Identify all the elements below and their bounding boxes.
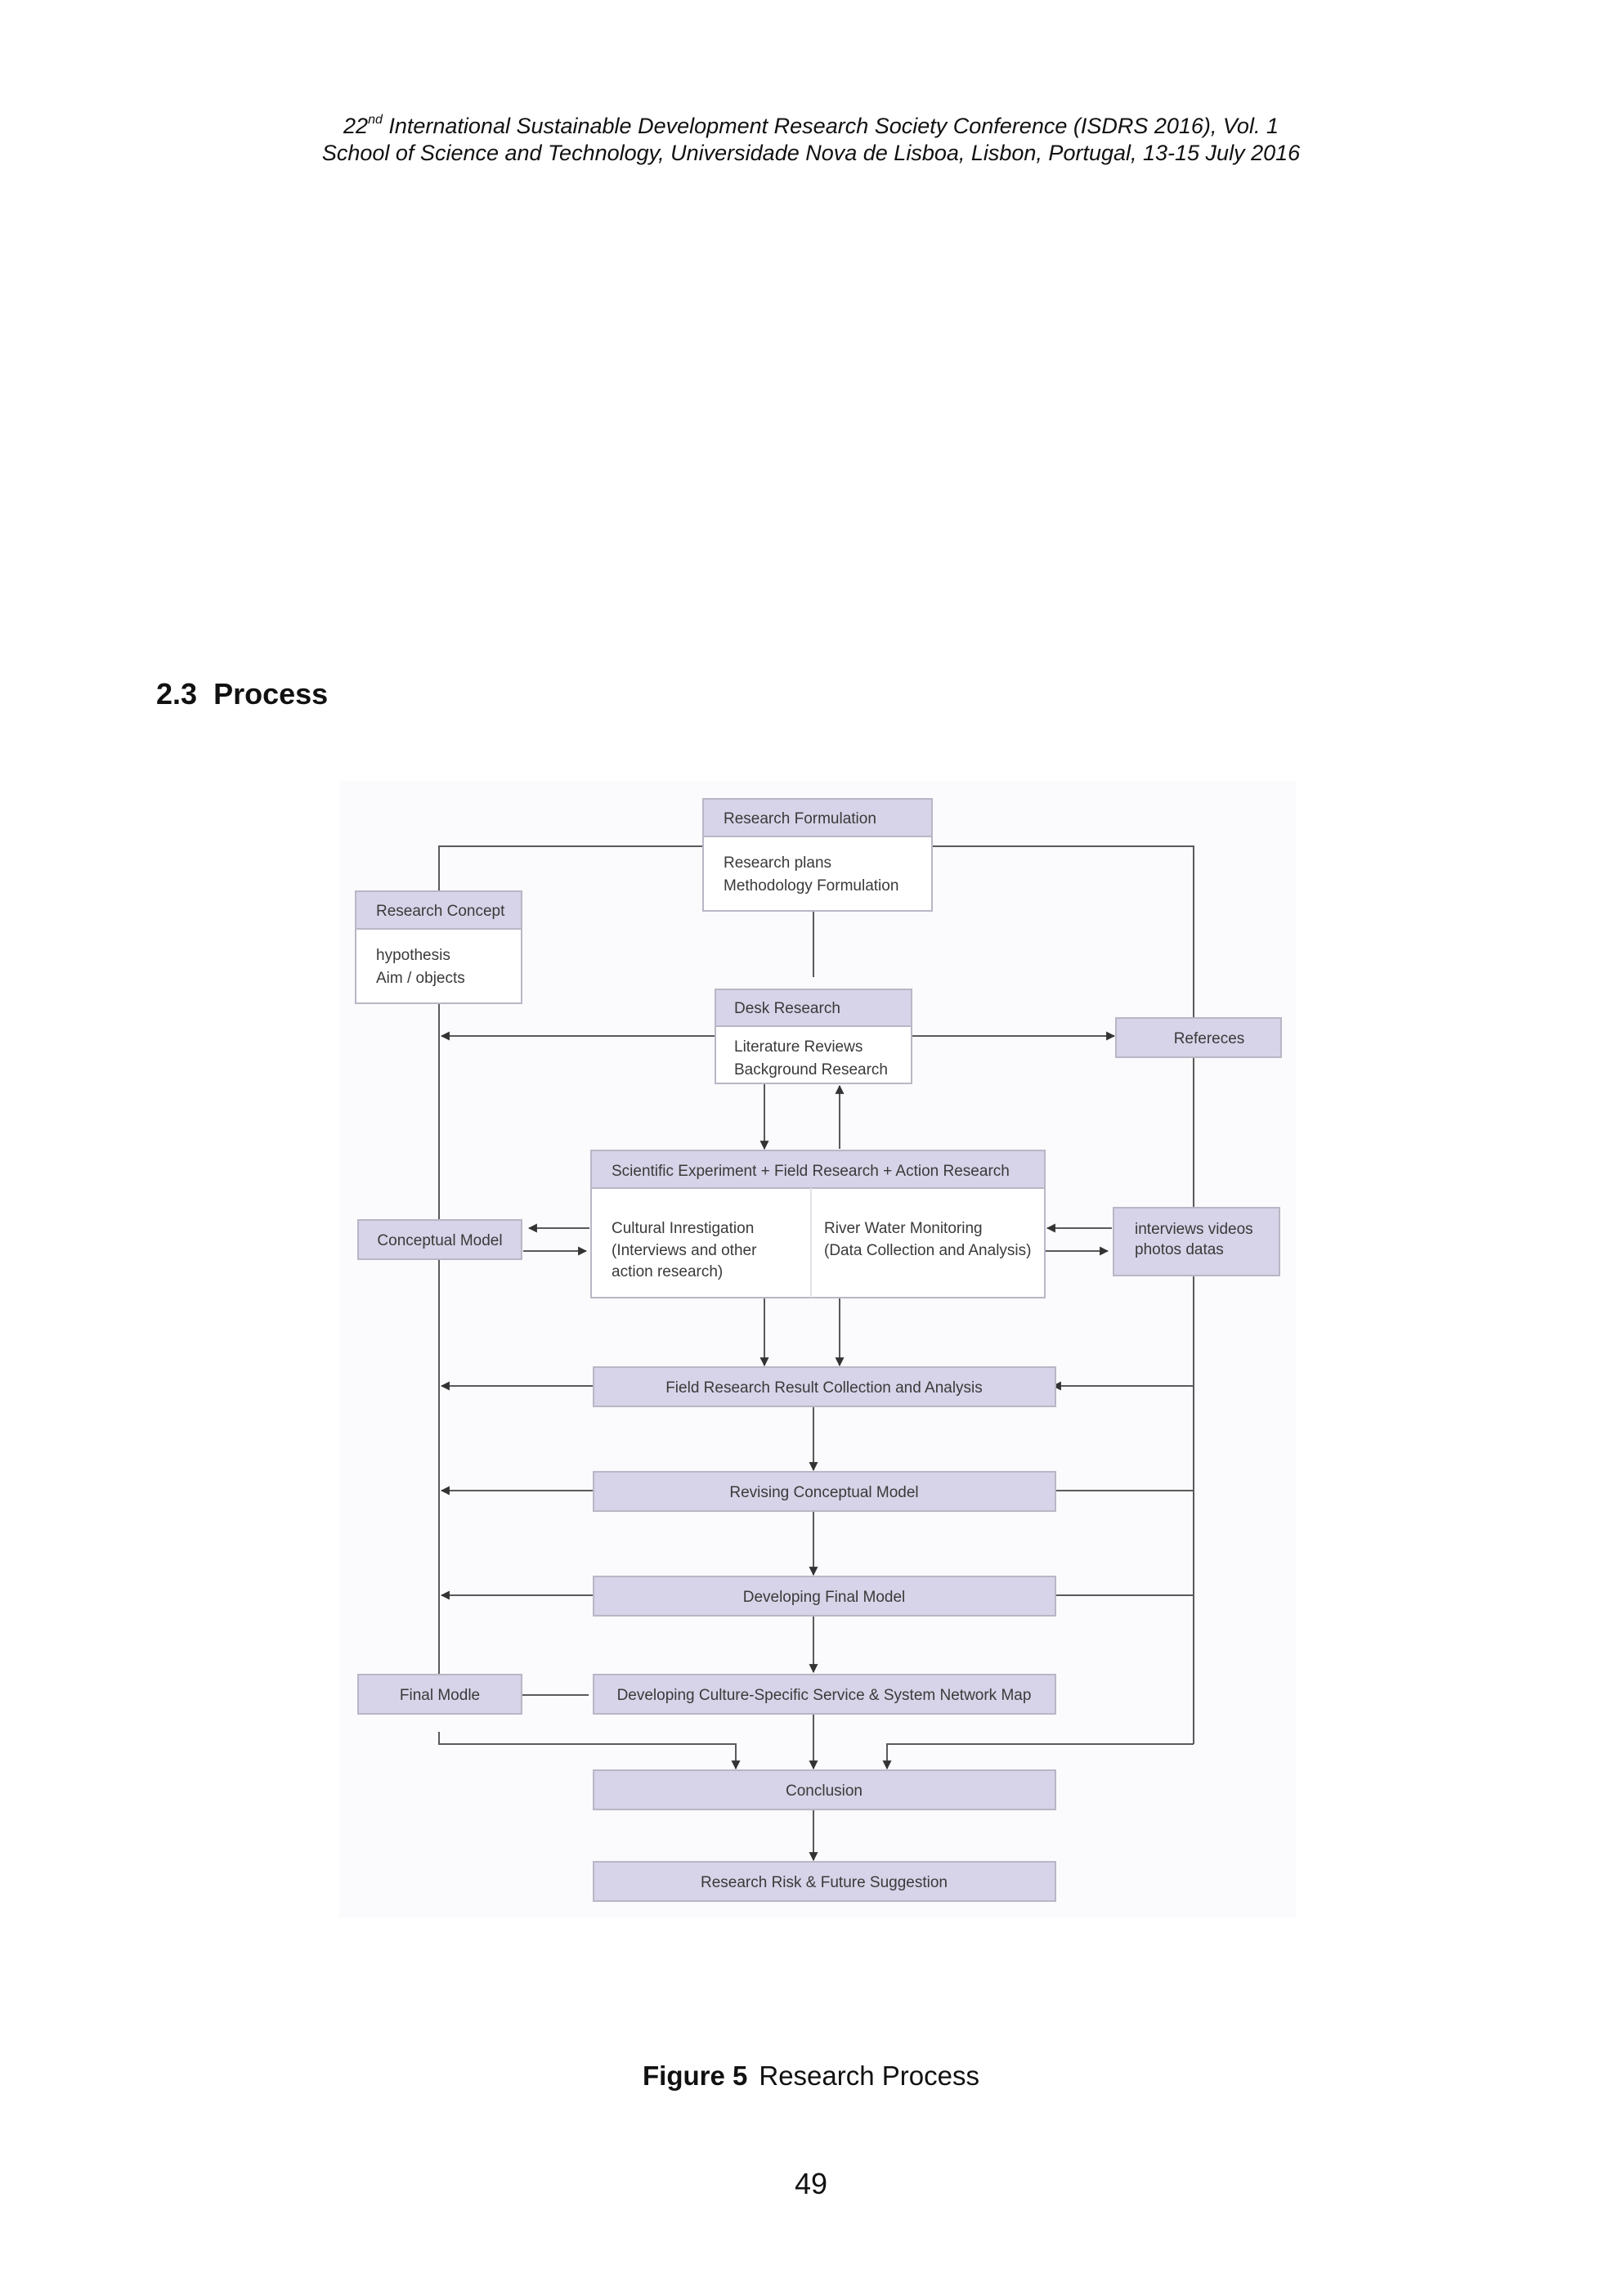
desk-research-title: Desk Research	[734, 1000, 840, 1017]
research-concept-title: Research Concept	[376, 903, 505, 920]
scientific-experiment-title: Scientific Experiment + Field Research +…	[612, 1163, 1010, 1180]
node-conceptual-model: Conceptual Model	[357, 1219, 522, 1260]
connector-formulation-right-trunk	[932, 845, 1194, 1744]
interviews-videos-line-1: interviews videos	[1135, 1221, 1253, 1238]
final-modle-title: Final Modle	[400, 1687, 480, 1704]
river-water-monitoring-line-1: River Water Monitoring	[824, 1220, 983, 1237]
page-number: 49	[794, 2167, 828, 2200]
header-line-1: 22nd International Sustainable Developme…	[343, 113, 1279, 139]
node-research-risk: Research Risk & Future Suggestion	[593, 1861, 1056, 1902]
section-title: Process	[213, 677, 329, 711]
refereces-title: Refereces	[1174, 1030, 1245, 1047]
connector-left-to-conclusion	[438, 1732, 741, 1770]
research-formulation-line-1: Research plans	[724, 854, 831, 872]
revising-conceptual-model-title: Revising Conceptual Model	[729, 1484, 918, 1501]
connector-formulation-left-trunk	[434, 845, 703, 1711]
node-revising-conceptual-model: Revising Conceptual Model	[593, 1471, 1056, 1512]
research-process-figure: Research Formulation Research plans Meth…	[339, 781, 1296, 1917]
node-scientific-experiment: Scientific Experiment + Field Research +…	[590, 1150, 1046, 1298]
node-interviews-videos: interviews videos photos datas	[1113, 1207, 1280, 1276]
research-concept-line-1: hypothesis	[376, 947, 450, 964]
node-final-modle: Final Modle	[357, 1674, 522, 1715]
cultural-investigation-line-2: (Interviews and other	[612, 1242, 757, 1259]
node-developing-culture-map: Developing Culture-Specific Service & Sy…	[593, 1674, 1056, 1715]
connector-lines	[434, 845, 1194, 1862]
interviews-videos-line-2: photos datas	[1135, 1241, 1224, 1258]
cultural-investigation-line-3: action research)	[612, 1263, 723, 1280]
figure-caption: Figure 5 Research Process	[0, 2061, 1622, 2092]
node-research-formulation: Research Formulation Research plans Meth…	[702, 798, 933, 912]
figure-number: Figure 5	[643, 2061, 748, 2091]
desk-research-line-2: Background Research	[734, 1061, 888, 1078]
research-concept-line-2: Aim / objects	[376, 970, 465, 987]
header-line-2: School of Science and Technology, Univer…	[321, 141, 1301, 165]
developing-culture-map-title: Developing Culture-Specific Service & Sy…	[617, 1687, 1032, 1704]
node-refereces: Refereces	[1115, 1017, 1282, 1058]
desk-research-line-1: Literature Reviews	[734, 1038, 863, 1056]
cultural-investigation-line-1: Cultural Inrestigation	[612, 1220, 754, 1237]
running-header: 22nd International Sustainable Developme…	[0, 113, 1622, 167]
node-field-research-result: Field Research Result Collection and Ana…	[593, 1366, 1056, 1407]
developing-final-model-title: Developing Final Model	[743, 1589, 906, 1606]
river-water-monitoring-line-2: (Data Collection and Analysis)	[824, 1242, 1031, 1259]
section-number: 2.3	[156, 677, 198, 711]
research-formulation-line-2: Methodology Formulation	[724, 877, 898, 895]
node-desk-research: Desk Research Literature Reviews Backgro…	[715, 989, 912, 1084]
conclusion-title: Conclusion	[786, 1783, 863, 1800]
node-research-concept: Research Concept hypothesis Aim / object…	[355, 890, 522, 1004]
research-risk-title: Research Risk & Future Suggestion	[701, 1874, 948, 1891]
section-heading: 2.3 Process	[156, 677, 328, 711]
figure-title: Research Process	[759, 2061, 979, 2091]
conceptual-model-title: Conceptual Model	[377, 1232, 502, 1249]
research-formulation-title: Research Formulation	[724, 810, 876, 827]
field-research-result-title: Field Research Result Collection and Ana…	[665, 1379, 983, 1397]
connector-right-to-conclusion	[882, 1743, 1194, 1770]
flowchart: Research Formulation Research plans Meth…	[355, 798, 1282, 1902]
node-conclusion: Conclusion	[593, 1769, 1056, 1810]
node-developing-final-model: Developing Final Model	[593, 1576, 1056, 1617]
